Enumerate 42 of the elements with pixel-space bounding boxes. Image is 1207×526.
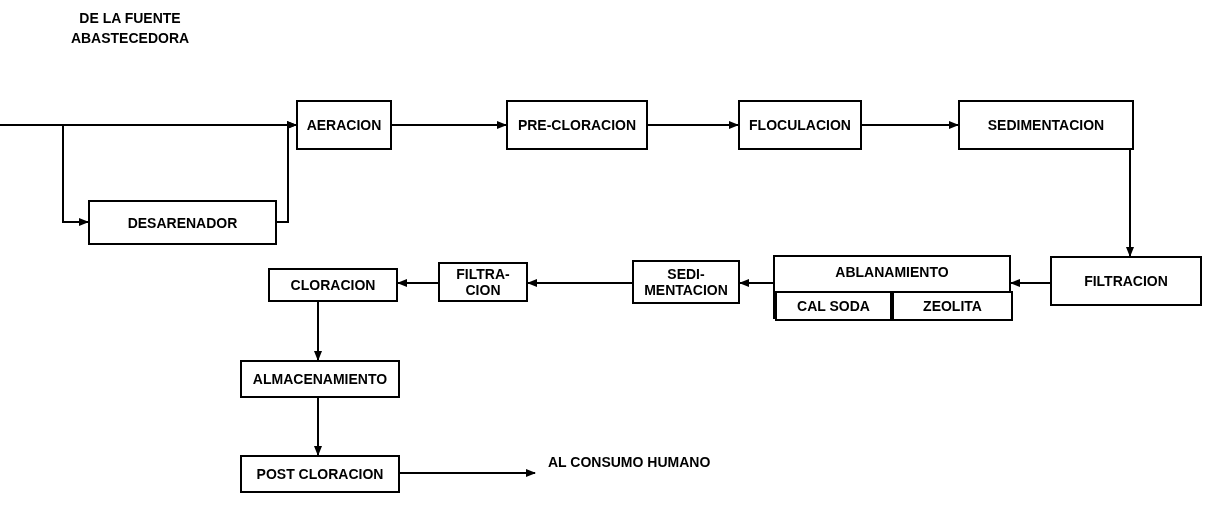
process-box <box>775 291 892 321</box>
process-box <box>773 255 1011 319</box>
box-label: ABLANAMIENTO <box>834 264 950 280</box>
box-label: DESARENADOR <box>126 214 239 231</box>
process-box <box>506 100 648 150</box>
box-label: FLOCULACION <box>748 117 852 133</box>
box-label: ZEOLITA <box>922 298 983 314</box>
box-label: FILTRACION <box>1083 273 1169 289</box>
process-box <box>632 260 740 304</box>
source-label: DE LA FUENTE ABASTECEDORA <box>69 9 191 48</box>
process-box <box>240 455 400 493</box>
arrow <box>1126 149 1134 257</box>
box-label: AERACION <box>305 117 383 133</box>
arrow <box>527 279 633 287</box>
process-box <box>738 100 862 150</box>
box-label: ALMACENAMIENTO <box>251 371 389 387</box>
box-label: CLORACION <box>289 277 377 293</box>
box-label: SEDIMENTACION <box>986 117 1106 133</box>
box-label: POST CLORACION <box>255 466 385 482</box>
box-label: SEDI- MENTACION <box>643 266 729 298</box>
box-label: CAL SODA <box>796 298 871 314</box>
arrow <box>314 301 322 361</box>
process-box <box>268 268 398 302</box>
process-box <box>958 100 1134 150</box>
process-box <box>438 262 528 302</box>
arrow <box>861 121 959 129</box>
arrow <box>647 121 739 129</box>
arrow <box>739 279 774 287</box>
arrow <box>399 469 536 477</box>
arrow <box>1010 279 1051 287</box>
arrow <box>397 279 439 287</box>
box-label: FILTRA- CION <box>455 266 511 298</box>
process-box <box>1050 256 1202 306</box>
arrow <box>276 121 297 223</box>
process-box <box>88 200 277 245</box>
process-box <box>240 360 400 398</box>
arrow <box>391 121 507 129</box>
process-box <box>296 100 392 150</box>
process-box <box>892 291 1013 321</box>
arrow <box>62 124 89 226</box>
box-label: PRE-CLORACION <box>516 117 638 133</box>
arrow <box>314 397 322 456</box>
